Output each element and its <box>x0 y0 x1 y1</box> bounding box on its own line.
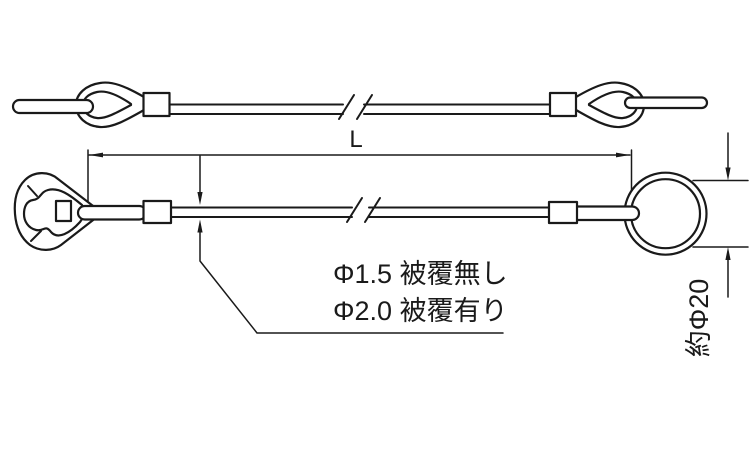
dimension-L-label: L <box>349 126 362 153</box>
dimensions <box>87 132 749 334</box>
break-symbol-bottom-icon <box>346 197 381 223</box>
bottom-assembly <box>13 171 708 256</box>
rod-to-ring-icon <box>568 205 641 222</box>
ferrule-top-right-icon <box>548 91 578 118</box>
ring-diameter-label: 約Φ20 <box>684 279 714 358</box>
cable-spec-line2: Φ2.0 被覆有り <box>333 296 508 326</box>
leader-arrow-up-icon <box>197 219 203 233</box>
leader-arrow-down-icon <box>197 192 203 205</box>
arrowhead-left-icon <box>89 152 103 158</box>
cable-spec-line1: Φ1.5 被覆無し <box>333 259 508 289</box>
ferrule-bottom-left-icon <box>142 199 173 225</box>
ferrule-top-left-icon <box>142 91 171 118</box>
cable-bottom <box>170 206 550 218</box>
clip-slit-bottom-icon <box>30 230 42 242</box>
ferrule-bottom-right-icon <box>547 200 579 225</box>
clip-tab-icon <box>54 199 73 223</box>
cable-top <box>168 103 551 115</box>
cable-end-pill-icon <box>76 204 148 221</box>
rod-end-right-icon <box>623 96 709 110</box>
clip-slit-top-icon <box>27 185 38 197</box>
ring-inner-icon <box>629 178 702 250</box>
break-symbol-top-icon <box>338 94 373 120</box>
arrowhead-right-icon <box>616 152 630 158</box>
ring-arrow-up-icon <box>725 247 731 260</box>
top-assembly <box>11 81 709 129</box>
ring-arrow-down-icon <box>725 167 731 181</box>
leader-lower-line <box>199 231 504 334</box>
rod-end-left-icon <box>11 98 95 115</box>
